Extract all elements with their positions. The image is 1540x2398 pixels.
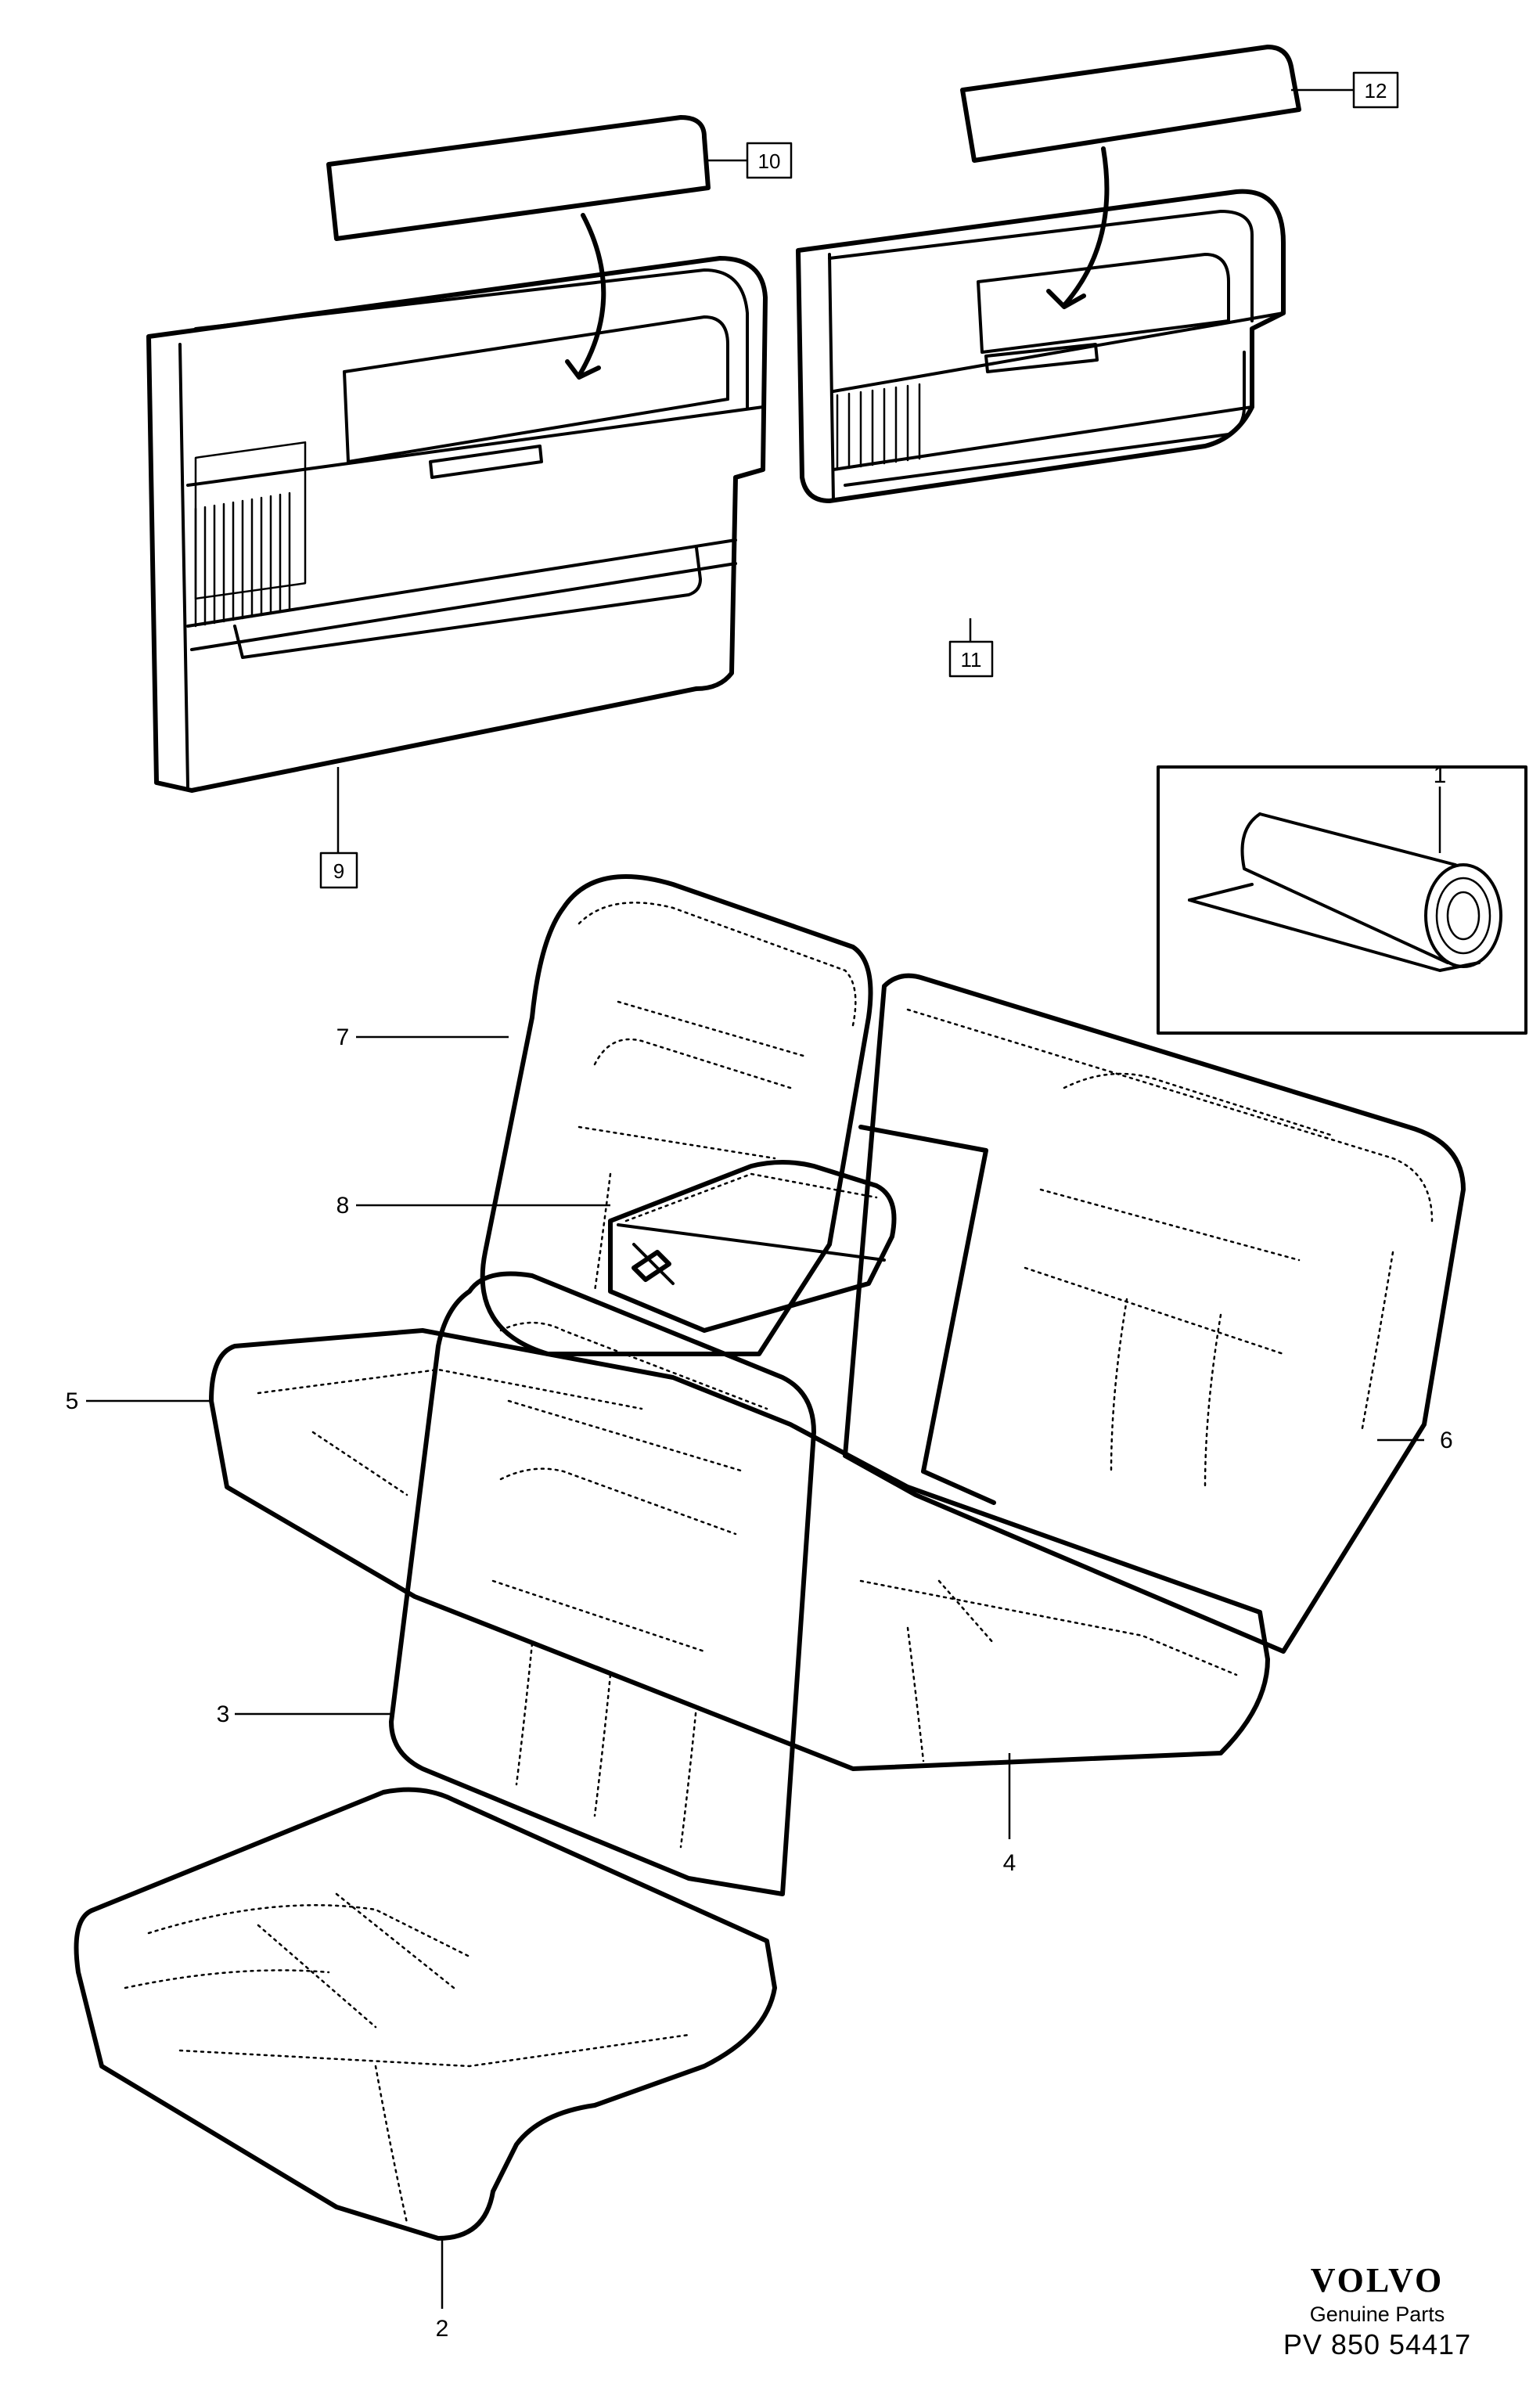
front-door-panel [146,256,768,793]
svg-text:7: 7 [336,1024,350,1050]
svg-text:6: 6 [1440,1428,1453,1453]
svg-text:1: 1 [1434,762,1447,788]
svg-text:8: 8 [336,1193,350,1219]
front-backrest [389,1271,816,1896]
front-cushion [74,1787,777,2241]
svg-text:3: 3 [217,1701,230,1727]
callout-2: 2 [436,2316,449,2342]
rear-door-top-trim [960,45,1301,309]
callout-9: 9 [319,852,358,889]
svg-text:12: 12 [1365,79,1387,103]
callout-12: 12 [1352,71,1399,109]
callout-1: 1 [1434,762,1447,788]
callout-5: 5 [66,1388,79,1414]
svg-text:5: 5 [66,1388,79,1414]
brand-logo: VOLVO [1311,2261,1445,2299]
front-door-ribbing [194,491,291,628]
part-reference: PV 850 54417 [1283,2328,1471,2360]
rear-door-ribbing [836,383,921,471]
callout-7: 7 [336,1024,350,1050]
svg-text:11: 11 [961,648,982,672]
rear-door-panel [796,189,1286,503]
brand-subtitle: Genuine Parts [1310,2303,1445,2326]
svg-text:4: 4 [1003,1850,1016,1876]
rear-cushion [209,1328,1270,1771]
front-door-top-trim [326,115,711,380]
callout-8: 8 [336,1193,350,1219]
callout-11: 11 [948,640,994,678]
footer-brand-block: VOLVO Genuine Parts PV 850 54417 [1283,2261,1471,2360]
carpet-inset-frame [1157,765,1527,1035]
callout-3: 3 [217,1701,230,1727]
rear-backrest-right [843,973,1466,1654]
rear-backrest-left [480,874,873,1356]
leader-lines [86,88,1441,2309]
svg-text:2: 2 [436,2316,449,2342]
callout-4: 4 [1003,1850,1016,1876]
armrest [608,1160,897,1333]
svg-text:10: 10 [758,149,781,173]
svg-text:9: 9 [333,859,344,883]
callout-6: 6 [1440,1428,1453,1453]
callout-10: 10 [746,142,793,179]
